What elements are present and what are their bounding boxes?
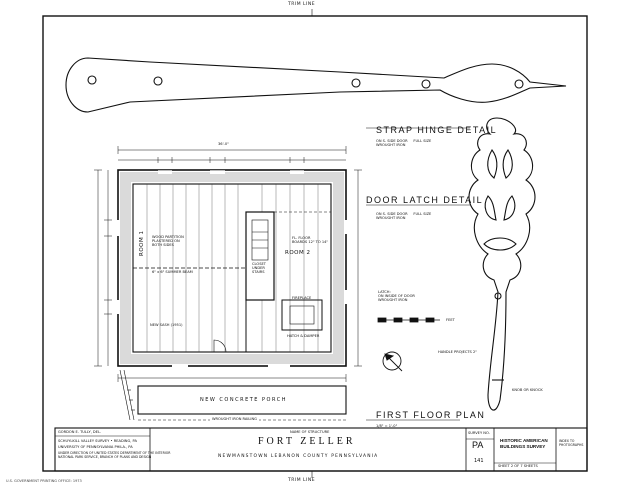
survey-number: 141	[474, 458, 484, 464]
drawn-by: GORDON E. TULLY, DEL.	[58, 430, 102, 434]
plan-scale: 1/8" = 1'-0"	[376, 424, 398, 428]
new-sash-note: NEW SASH (1951)	[150, 323, 183, 327]
porch-slab	[137, 385, 347, 415]
summer-beam-note: 6" x 6" SUMMER BEAM	[152, 270, 193, 274]
room-1-label: ROOM 1	[139, 230, 145, 256]
floor-plan-drawing	[94, 146, 362, 421]
scale-feet-label: FEET	[446, 318, 455, 322]
office-line-3: UNDER DIRECTION OF UNITED STATES DEPARTM…	[58, 451, 171, 459]
floor-note: FL. FLOOR BOARDS 12" TO 14"	[292, 236, 329, 245]
handle-label: HANDLE PROJECTS 2"	[438, 350, 477, 354]
porch-label: NEW CONCRETE PORCH	[200, 397, 287, 403]
sheet-number: SHEET 2 OF 7 SHEETS	[498, 464, 538, 468]
name-of-structure-label: NAME OF STRUCTURE	[290, 430, 330, 434]
dimension-lines	[94, 146, 362, 382]
structure-name: FORT ZELLER	[258, 436, 356, 447]
title-block	[54, 427, 588, 472]
habs-line-2: BUILDINGS SURVEY	[500, 444, 546, 449]
plan-title: FIRST FLOOR PLAN	[376, 410, 486, 420]
wood-partition-note: WOOD PARTITION PLASTERED ON BOTH SIDES	[152, 235, 184, 248]
strap-hinge-title: STRAP HINGE DETAIL	[376, 125, 498, 135]
strap-hinge-note: ON S. SIDE DOOR FULL SIZE WROUGHT IRON	[376, 139, 432, 148]
fireplace-note: FIREPLACE	[292, 296, 312, 300]
office-line-1: SCHUYLKILL VALLEY SURVEY • READING, PA	[58, 439, 137, 443]
railing-label: WROUGHT IRON RAILING	[210, 417, 259, 422]
structure-location: NEWMANSTOWN LEBANON COUNTY PENNSYLVANIA	[218, 454, 379, 459]
strap-hinge-drawing	[65, 57, 567, 113]
latch-note: LATCH: ON INSIDE OF DOOR WROUGHT IRON	[378, 290, 415, 303]
index-label: INDEX TO PHOTOGRAPHS	[559, 439, 584, 447]
survey-no-label: SURVEY NO.	[468, 431, 490, 435]
knob-label: KNOB OR KNOCK	[512, 388, 543, 392]
printing-stamp: U.S. GOVERNMENT PRINTING OFFICE: 1973	[6, 479, 82, 483]
room-2-label: ROOM 2	[285, 250, 311, 256]
office-line-2: UNIVERSITY OF PENNSYLVANIA PHILA., PA	[58, 445, 133, 449]
north-arrow-icon	[382, 351, 403, 372]
trim-line-top: TRIM LINE	[288, 2, 316, 7]
overall-width-dim: 36'-0"	[218, 142, 229, 146]
hatch-note: HATCH & DAMPER	[287, 334, 320, 338]
door-latch-note: ON S. SIDE DOOR FULL SIZE WROUGHT IRON	[376, 212, 432, 221]
wall-hatching	[120, 172, 344, 364]
door-latch-drawing	[468, 117, 536, 411]
door-latch-title: DOOR LATCH DETAIL	[366, 195, 484, 205]
habs-line-1: HISTORIC AMERICAN	[500, 438, 548, 443]
graphic-scale	[377, 317, 440, 323]
closet-note: CLOSET UNDER STAIRS	[252, 262, 266, 275]
state-code: PA	[472, 440, 484, 450]
trim-line-bottom: TRIM LINE	[288, 478, 316, 483]
